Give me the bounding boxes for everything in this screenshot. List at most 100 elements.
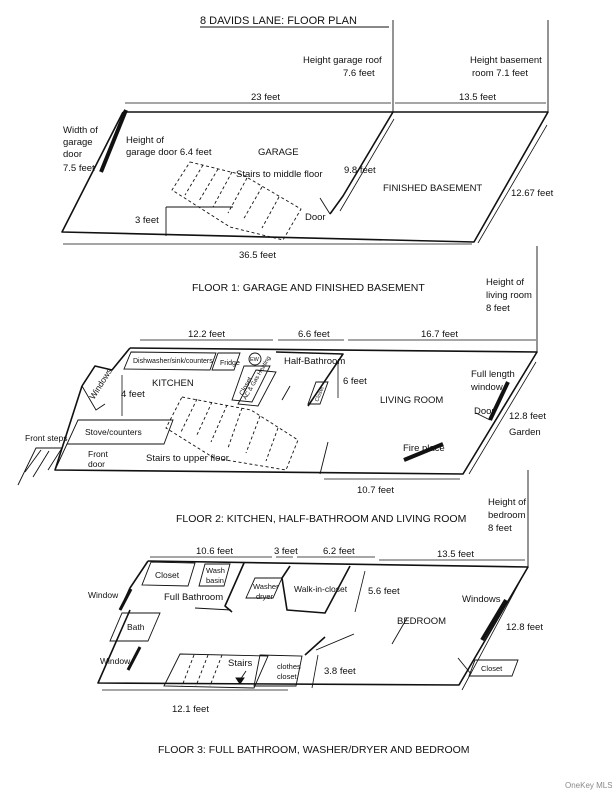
- kitchen-windows-wall: [81, 347, 131, 387]
- dim-12-67-feet: 12.67 feet: [511, 188, 554, 199]
- closet-right-label: Closet: [481, 664, 503, 673]
- dim-16-7-feet: 16.7 feet: [421, 329, 458, 340]
- dim-36-5-feet: 36.5 feet: [239, 250, 276, 261]
- height-living-1: Height of: [486, 277, 524, 288]
- garage-label: GARAGE: [258, 147, 299, 158]
- page-title: 8 DAVIDS LANE: FLOOR PLAN: [200, 15, 357, 27]
- garden-door-swing: [475, 412, 491, 421]
- width-garage-door-4: 7.5 feet: [63, 163, 95, 174]
- bath-label: Bath: [127, 622, 145, 632]
- door-swing-upper: [391, 617, 408, 645]
- living-room-label: LIVING ROOM: [380, 395, 443, 406]
- floor-3-outline: [97, 560, 529, 686]
- floor-3-stairs-drawing: [181, 654, 223, 687]
- fridge-label: Fridge: [220, 360, 240, 367]
- fireplace: [403, 442, 444, 462]
- dim-3-feet-f3: 3 feet: [274, 546, 298, 557]
- ew-label: EW: [250, 357, 260, 363]
- garage-basement-wall: [329, 111, 394, 215]
- dim-6-feet: 6 feet: [343, 376, 367, 387]
- height-bedroom-3: 8 feet: [488, 523, 512, 534]
- utility-closet: [231, 365, 271, 403]
- bedroom-label: BEDROOM: [397, 616, 446, 627]
- bath-closet-label: Closet: [155, 570, 180, 580]
- kitchen-label: KITCHEN: [152, 378, 194, 389]
- stairs-box: [163, 653, 269, 689]
- clothes-closet-2: closet: [277, 672, 298, 681]
- full-length-window-2: window: [470, 382, 503, 393]
- front-steps: [17, 447, 63, 486]
- dim-12-2-feet: 12.2 feet: [188, 329, 225, 340]
- fridge: [211, 352, 241, 371]
- stove-counter: [66, 419, 174, 445]
- bath-window-upper: [118, 588, 133, 611]
- basement-door-label: Door: [305, 212, 326, 223]
- stairs-label: Stairs: [228, 658, 253, 669]
- dim-3-8-feet: 3.8 feet: [324, 666, 356, 677]
- height-living-3: 8 feet: [486, 303, 510, 314]
- floor-1-caption: FLOOR 1: GARAGE AND FINISHED BASEMENT: [192, 282, 425, 294]
- full-length-window-1: Full length: [471, 369, 515, 380]
- half-bathroom-wall: [275, 351, 344, 407]
- height-garage-roof-value: 7.6 feet: [343, 68, 375, 79]
- ac-heating-unit: [237, 369, 277, 407]
- dim-4-feet: 4 feet: [121, 389, 145, 400]
- clothes-closet-1: clothes: [277, 662, 301, 671]
- stairs-to-upper-floor-drawing: [165, 396, 299, 471]
- height-garage-roof-label: Height garage roof: [303, 55, 382, 66]
- walk-in-closet-label: Walk-in-closet: [294, 584, 348, 594]
- door-label: Door: [474, 406, 495, 417]
- bath-tub: [109, 612, 161, 642]
- full-length-window: [488, 381, 510, 421]
- front-door-2: door: [88, 459, 105, 469]
- garden-label: Garden: [509, 427, 541, 438]
- front-door-1: Front: [88, 449, 108, 459]
- floor-2-plan: Height of living room 8 feet 12.2 feet 6…: [17, 246, 546, 525]
- height-bedroom-2: bedroom: [488, 510, 526, 521]
- half-bathroom-label: Half-Bathroom: [284, 356, 345, 367]
- height-garage-door-1: Height of: [126, 135, 164, 146]
- dim-12-8-feet: 12.8 feet: [509, 411, 546, 422]
- garage-door-wall: [99, 109, 128, 173]
- width-garage-door-3: door: [63, 149, 82, 160]
- full-bathroom-label: Full Bathroom: [164, 592, 223, 603]
- washer-1: Washer: [253, 582, 279, 591]
- dim-13-5-feet: 13.5 feet: [459, 92, 496, 103]
- height-bedroom-1: Height of: [488, 497, 526, 508]
- height-living-2: living room: [486, 290, 532, 301]
- dim-10-7-feet: 10.7 feet: [357, 485, 394, 496]
- washer-2: dryer: [256, 592, 274, 601]
- floor-1-plan: Height garage roof 7.6 feet Height basem…: [61, 20, 554, 294]
- dim-12-8-feet-f3: 12.8 feet: [506, 622, 543, 633]
- dim-12-1-feet: 12.1 feet: [172, 704, 209, 715]
- stairs-upper-label: Stairs to upper floor: [146, 453, 229, 464]
- window-label-lower: Window: [100, 656, 131, 666]
- stairs-middle-floor-label: Stairs to middle floor: [236, 169, 323, 180]
- dim-6-2-feet: 6.2 feet: [323, 546, 355, 557]
- window-label-upper: Window: [88, 590, 119, 600]
- windows-label-f3: Windows: [462, 594, 501, 605]
- dim-6-6-feet: 6.6 feet: [298, 329, 330, 340]
- dim-3-feet: 3 feet: [135, 215, 159, 226]
- clothes-closet: [253, 654, 303, 687]
- bath-closet: [141, 561, 196, 587]
- bedroom-window: [480, 598, 508, 642]
- finished-basement-label: FINISHED BASEMENT: [383, 183, 482, 194]
- washer-dryer: [245, 577, 283, 599]
- height-garage-door-2: garage door 6.4 feet: [126, 147, 212, 158]
- wash-basin: [198, 563, 231, 587]
- half-bath-closet: [307, 381, 329, 405]
- floor-1-outline: [61, 111, 549, 243]
- height-basement-label: Height basement: [470, 55, 542, 66]
- wash-basin-2: basin: [206, 576, 224, 585]
- wash-basin-1: Wash: [206, 566, 225, 575]
- dim-9-8-feet: 9.8 feet: [344, 165, 376, 176]
- dishwasher-counter: [123, 351, 217, 371]
- closet-right: [468, 659, 519, 677]
- height-basement-value: room 7.1 feet: [472, 68, 528, 79]
- floor-3-plan: Height of bedroom 8 feet 10.6 feet 3 fee…: [88, 470, 543, 756]
- half-bath-closet-label: Closet: [314, 386, 326, 403]
- dim-23-feet: 23 feet: [251, 92, 280, 103]
- floor-2-outline: [54, 347, 538, 475]
